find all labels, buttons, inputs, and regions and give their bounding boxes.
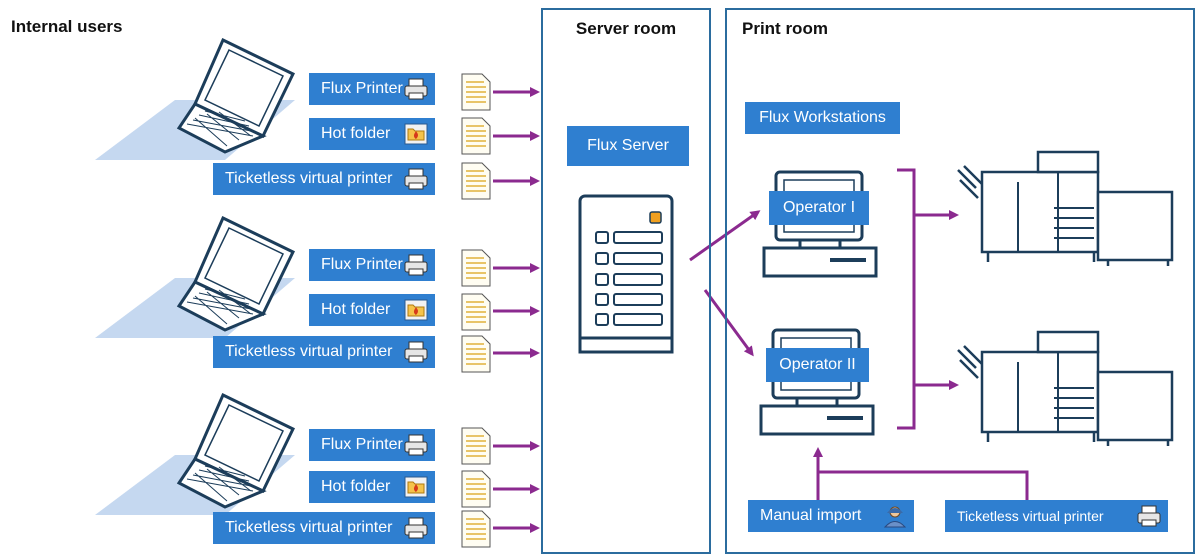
hot-folder-label-2: Hot folder (309, 294, 435, 326)
operator-2-label: Operator II (766, 348, 869, 382)
import-flow-arrows (813, 447, 1029, 500)
virtual-printer-text: Ticketless virtual printer (225, 519, 393, 536)
submission-arrows (493, 87, 540, 533)
flux-printer-text: Flux Printer (321, 80, 403, 97)
virtual-printer-label-1: Ticketless virtual printer (213, 163, 435, 195)
virtual-printer-text: Ticketless virtual printer (225, 170, 393, 187)
flux-printer-label-1: Flux Printer (309, 73, 435, 105)
hot-folder-label-3: Hot folder (309, 471, 435, 503)
server-room-title: Server room (575, 19, 677, 38)
flux-printer-text: Flux Printer (321, 256, 403, 273)
hot-folder-text: Hot folder (321, 478, 391, 495)
virtual-printer-text: Ticketless virtual printer (225, 343, 393, 360)
laptop-1 (93, 38, 297, 162)
printer-icon (1137, 505, 1161, 527)
printer-icon (404, 78, 428, 100)
virtual-printer-import-text: Ticketless virtual printer (957, 508, 1104, 524)
operator-to-printer-arrows (897, 168, 959, 430)
internal-users-title: Internal users (11, 17, 123, 36)
job-document-icon (461, 73, 491, 548)
printer-icon (404, 517, 428, 539)
printer-icon (404, 254, 428, 276)
laptop-3 (93, 393, 297, 517)
user-import-icon (883, 506, 907, 528)
flux-printer-text: Flux Printer (321, 436, 403, 453)
print-room-panel (725, 8, 1195, 554)
virtual-printer-label-2: Ticketless virtual printer (213, 336, 435, 368)
hot-folder-icon (404, 299, 428, 321)
operator-1-label: Operator I (769, 191, 869, 225)
print-room-title: Print room (742, 19, 828, 38)
hot-folder-icon (404, 476, 428, 498)
manual-import-label: Manual import (748, 500, 914, 532)
flux-printer-label-2: Flux Printer (309, 249, 435, 281)
server-to-operator-arrows (689, 210, 761, 357)
printer-icon (404, 341, 428, 363)
laptop-2 (93, 216, 297, 340)
flux-server-label: Flux Server (567, 126, 689, 166)
hot-folder-label-1: Hot folder (309, 118, 435, 150)
hot-folder-text: Hot folder (321, 125, 391, 142)
flux-workstations-label: Flux Workstations (745, 102, 900, 134)
virtual-printer-import-label: Ticketless virtual printer (945, 500, 1168, 532)
server-icon (578, 194, 674, 354)
server-room-panel (541, 8, 711, 554)
manual-import-text: Manual import (760, 507, 862, 524)
printer-icon (404, 434, 428, 456)
hot-folder-icon (404, 123, 428, 145)
virtual-printer-label-3: Ticketless virtual printer (213, 512, 435, 544)
flux-printer-label-3: Flux Printer (309, 429, 435, 461)
hot-folder-text: Hot folder (321, 301, 391, 318)
printer-icon (404, 168, 428, 190)
